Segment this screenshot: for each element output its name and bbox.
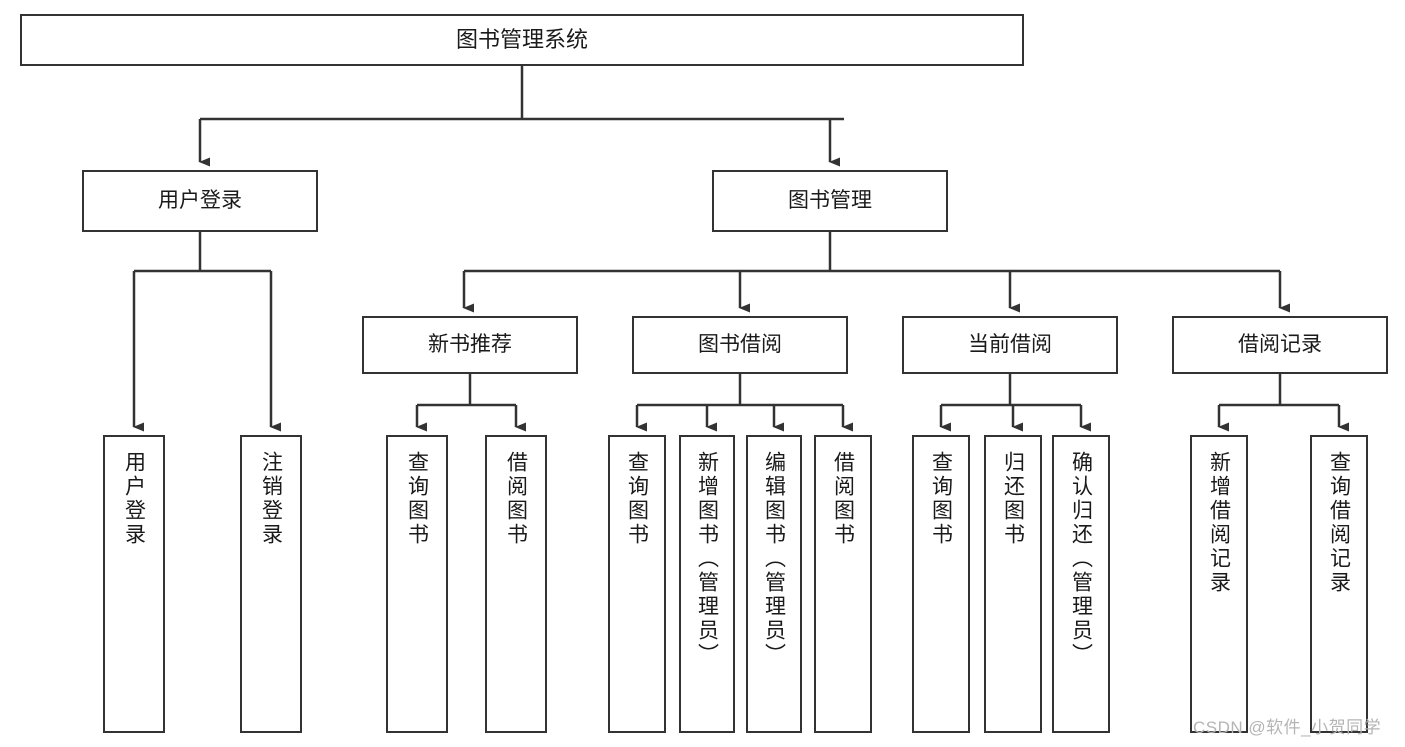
leaf-return-book[interactable]: 归还图书 bbox=[984, 435, 1042, 733]
leaf-query-book-borrow[interactable]: 查询图书 bbox=[608, 435, 666, 733]
leaf-confirm-return-admin-label: 确认归还（管理员） bbox=[1069, 451, 1093, 667]
node-root[interactable]: 图书管理系统 bbox=[20, 14, 1024, 66]
node-borrow-record-label: 借阅记录 bbox=[1238, 333, 1322, 357]
node-book-borrow-label: 图书借阅 bbox=[698, 333, 782, 357]
leaf-add-borrow-record-label: 新增借阅记录 bbox=[1207, 451, 1231, 595]
leaf-add-book-admin[interactable]: 新增图书（管理员） bbox=[679, 435, 735, 733]
leaf-query-book-recommend-label: 查询图书 bbox=[405, 451, 429, 547]
node-book-manage-label: 图书管理 bbox=[788, 189, 872, 213]
node-new-book-recommend-label: 新书推荐 bbox=[428, 333, 512, 357]
leaf-user-login-label: 用户登录 bbox=[122, 451, 146, 547]
leaf-query-book-current-label: 查询图书 bbox=[929, 451, 953, 547]
leaf-user-login[interactable]: 用户登录 bbox=[103, 435, 165, 733]
leaf-query-book-recommend[interactable]: 查询图书 bbox=[386, 435, 448, 733]
node-borrow-record[interactable]: 借阅记录 bbox=[1172, 316, 1388, 374]
leaf-borrow-book-borrow[interactable]: 借阅图书 bbox=[814, 435, 872, 733]
csdn-watermark: CSDN @软件_小贺同学 bbox=[1193, 718, 1382, 737]
node-current-borrow[interactable]: 当前借阅 bbox=[902, 316, 1118, 374]
leaf-logout-login-label: 注销登录 bbox=[259, 451, 283, 547]
leaf-edit-book-admin-label: 编辑图书（管理员） bbox=[762, 451, 786, 667]
node-new-book-recommend[interactable]: 新书推荐 bbox=[362, 316, 578, 374]
node-user-login[interactable]: 用户登录 bbox=[82, 170, 318, 232]
leaf-query-borrow-record-label: 查询借阅记录 bbox=[1327, 451, 1351, 595]
leaf-borrow-book-recommend[interactable]: 借阅图书 bbox=[485, 435, 547, 733]
leaf-edit-book-admin[interactable]: 编辑图书（管理员） bbox=[746, 435, 802, 733]
leaf-confirm-return-admin[interactable]: 确认归还（管理员） bbox=[1052, 435, 1110, 733]
leaf-query-book-borrow-label: 查询图书 bbox=[625, 451, 649, 547]
leaf-logout-login[interactable]: 注销登录 bbox=[240, 435, 302, 733]
node-user-login-label: 用户登录 bbox=[158, 189, 242, 213]
leaf-add-borrow-record[interactable]: 新增借阅记录 bbox=[1190, 435, 1248, 733]
leaf-return-book-label: 归还图书 bbox=[1001, 451, 1025, 547]
leaf-borrow-book-borrow-label: 借阅图书 bbox=[831, 451, 855, 547]
node-current-borrow-label: 当前借阅 bbox=[968, 333, 1052, 357]
leaf-query-book-current[interactable]: 查询图书 bbox=[912, 435, 970, 733]
leaf-add-book-admin-label: 新增图书（管理员） bbox=[695, 451, 719, 667]
node-book-manage[interactable]: 图书管理 bbox=[712, 170, 948, 232]
node-book-borrow[interactable]: 图书借阅 bbox=[632, 316, 848, 374]
leaf-borrow-book-recommend-label: 借阅图书 bbox=[504, 451, 528, 547]
leaf-query-borrow-record[interactable]: 查询借阅记录 bbox=[1310, 435, 1368, 733]
node-root-label: 图书管理系统 bbox=[455, 26, 588, 52]
